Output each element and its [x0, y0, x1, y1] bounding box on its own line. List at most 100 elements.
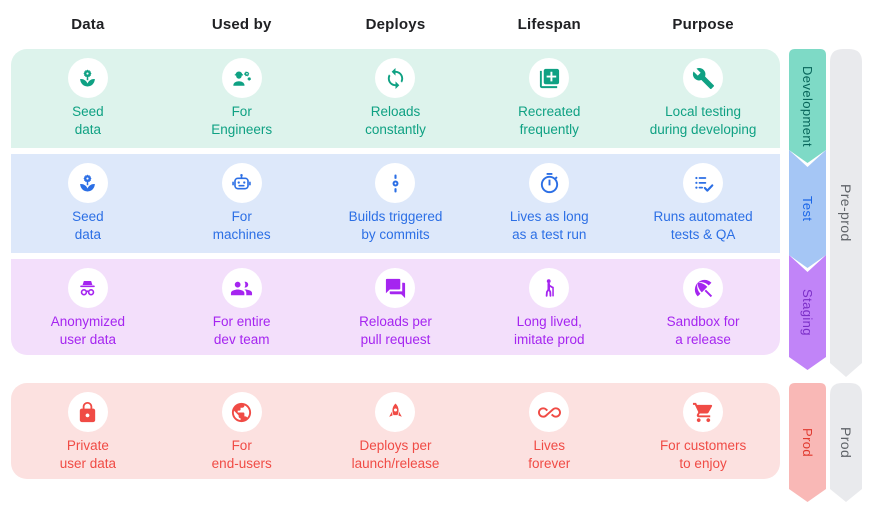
cell-label: Recreated frequently	[518, 104, 581, 137]
icon-circle	[221, 163, 262, 203]
cell-test-data: Seed data	[11, 154, 165, 253]
column-header-purpose: Purpose	[672, 16, 734, 33]
cell-label: For Engineers	[211, 104, 273, 137]
cell-development-data: Seed data	[11, 49, 165, 148]
env-tab-staging: Staging	[789, 255, 826, 370]
icon-circle	[221, 58, 262, 98]
icon-circle	[67, 58, 108, 98]
wrench-icon	[692, 67, 714, 89]
icon-circle	[375, 392, 416, 432]
env-tab-label: Staging	[800, 289, 815, 336]
cell-label: For end-users	[211, 438, 272, 471]
icon-circle	[221, 268, 262, 308]
icon-circle	[529, 268, 570, 308]
column-header-deploys: Deploys	[365, 16, 426, 33]
cell-prod-used-by: For end-users	[165, 383, 319, 479]
cell-prod-purpose: For customers to enjoy	[626, 383, 780, 479]
env-tab-label: Test	[800, 196, 815, 222]
cell-label: Anonymized user data	[50, 314, 126, 347]
cell-development-deploys: Reloads constantly	[319, 49, 473, 148]
cell-label: Seed data	[72, 104, 104, 137]
column-header-lifespan: Lifespan	[517, 16, 581, 33]
cell-label: Seed data	[72, 209, 104, 242]
stage-band-label: Prod	[838, 426, 854, 459]
seed-gear-icon	[80, 173, 96, 191]
cell-staging-used-by: For entire dev team	[165, 259, 319, 355]
stage-band-preprod: Pre-prod	[830, 49, 862, 377]
icon-circle	[683, 163, 724, 203]
icon-circle	[67, 392, 108, 432]
env-tab-label: Prod	[800, 427, 815, 458]
group-icon	[231, 281, 253, 295]
column-headers: Data Used by Deploys Lifespan Purpose	[11, 16, 780, 33]
library-add-icon	[539, 68, 559, 88]
cell-label: For machines	[212, 209, 271, 242]
forum-icon	[385, 278, 406, 298]
cell-staging-deploys: Reloads per pull request	[319, 259, 473, 355]
env-tab-label: Development	[800, 65, 815, 147]
incognito-icon	[80, 280, 96, 295]
cell-label: Lives as long as a test run	[509, 209, 589, 242]
icon-circle	[375, 58, 416, 98]
cell-test-lifespan: Lives as long as a test run	[472, 154, 626, 253]
cell-staging-data: Anonymized user data	[11, 259, 165, 355]
cell-test-deploys: Builds triggered by commits	[319, 154, 473, 253]
beach-umbrella-icon	[694, 279, 712, 297]
cell-development-lifespan: Recreated frequently	[472, 49, 626, 148]
icon-circle	[221, 392, 262, 432]
lock-icon	[80, 401, 96, 422]
icon-circle	[375, 268, 416, 308]
column-header-used-by: Used by	[211, 16, 272, 33]
icon-circle	[529, 392, 570, 432]
cell-label: Deploys per launch/release	[351, 438, 440, 471]
cell-label: Runs automated tests & QA	[653, 209, 753, 242]
cell-label: Reloads per pull request	[359, 314, 432, 347]
stage-band-prod: Prod	[830, 383, 862, 502]
cell-prod-deploys: Deploys per launch/release	[319, 383, 473, 479]
env-row-staging: Anonymized user data For entire dev team…	[11, 259, 780, 355]
cell-label: Reloads constantly	[365, 104, 426, 137]
cell-label: Local testing during developing	[649, 104, 757, 137]
env-row-test: Seed data For machines	[11, 154, 780, 253]
icon-circle	[375, 163, 416, 203]
cell-label: Lives forever	[528, 438, 571, 471]
globe-icon	[232, 402, 252, 422]
env-row-development: Seed data For Engineers	[11, 49, 780, 148]
cell-label: Long lived, imitate prod	[514, 314, 585, 347]
seed-gear-icon	[80, 68, 96, 86]
column-header-data: Data	[71, 16, 105, 33]
icon-circle	[683, 58, 724, 98]
cell-staging-purpose: Sandbox for a release	[626, 259, 780, 355]
cell-label: For customers to enjoy	[659, 438, 747, 471]
cell-prod-lifespan: Lives forever	[472, 383, 626, 479]
cell-development-purpose: Local testing during developing	[626, 49, 780, 148]
cell-development-used-by: For Engineers	[165, 49, 319, 148]
icon-circle	[683, 392, 724, 432]
env-tab-prod: Prod	[789, 383, 826, 502]
icon-circle	[67, 163, 108, 203]
engineer-icon	[233, 70, 252, 86]
cell-label: Sandbox for a release	[666, 314, 740, 347]
cell-prod-data: Private user data	[11, 383, 165, 479]
env-tab-development: Development	[789, 49, 826, 163]
env-tab-test: Test	[789, 150, 826, 268]
cell-label: Private user data	[59, 438, 117, 471]
cell-label: For entire dev team	[212, 314, 271, 347]
timer-icon	[540, 172, 558, 193]
robot-icon	[232, 173, 251, 189]
env-row-prod: Private user data For end-users Deploys …	[11, 383, 780, 479]
commit-icon	[392, 173, 399, 193]
cell-test-used-by: For machines	[165, 154, 319, 253]
cell-test-purpose: Runs automated tests & QA	[626, 154, 780, 253]
cart-icon	[692, 402, 712, 422]
icon-circle	[67, 268, 108, 308]
elderly-icon	[545, 278, 554, 297]
icon-circle	[683, 268, 724, 308]
cell-label: Builds triggered by commits	[348, 209, 443, 242]
sync-icon	[387, 67, 404, 89]
checklist-icon	[694, 176, 713, 192]
stage-band-label: Pre-prod	[838, 184, 854, 242]
icon-circle	[529, 163, 570, 203]
icon-circle	[529, 58, 570, 98]
